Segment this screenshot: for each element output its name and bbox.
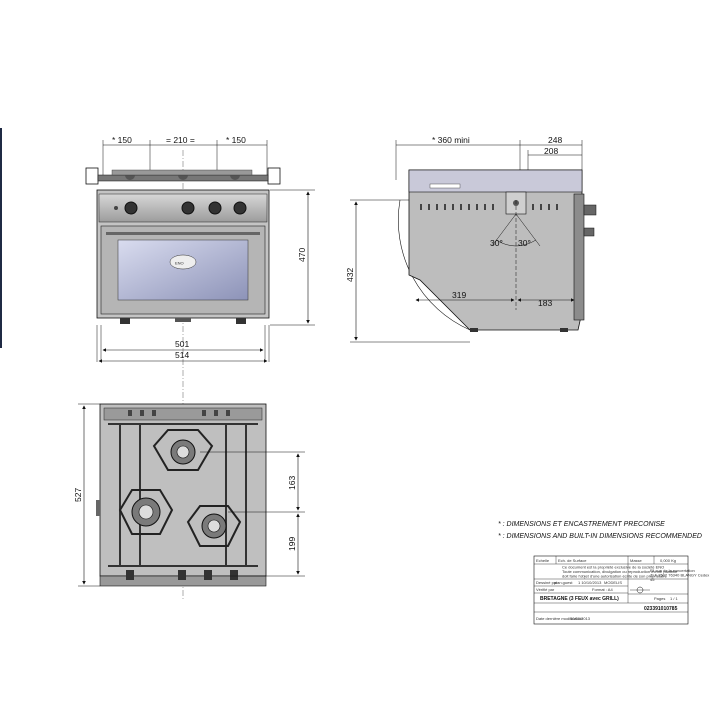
side-dim-183: 183: [538, 298, 552, 308]
tb-masse-value: 0,000 Kg: [660, 558, 676, 563]
tb-pages-value: 1 / 1: [670, 596, 679, 601]
tb-footer-right: 10/10/2013: [570, 616, 591, 621]
tb-dessine-value: plan.guest: [554, 580, 573, 585]
tb-dessine-label: Dessiné par: [536, 580, 558, 585]
tb-reference: 023391010785: [644, 606, 678, 612]
tb-date: 1 10/10/2013: [578, 580, 602, 585]
front-dim-150-right: * 150: [226, 135, 246, 145]
tb-format: Format : A4: [592, 587, 613, 592]
note-english: * : DIMENSIONS AND BUILT-IN DIMENSIONS R…: [498, 533, 702, 540]
note-french: * : DIMENSIONS ET ENCASTREMENT PRECONISE: [498, 521, 665, 528]
burner-right: [186, 505, 242, 547]
side-angle-left: 30°: [490, 238, 503, 248]
title-block: Echelle Ech. de Surface Masse 0,000 Kg C…: [533, 555, 709, 625]
tb-surface-label: Ech. de Surface: [558, 558, 587, 563]
side-height-432: 432: [345, 268, 355, 282]
side-dim-360-mini: * 360 mini: [432, 135, 470, 145]
tb-footer-left: Date dernière modification: [536, 616, 583, 621]
front-width-514: 514: [175, 350, 189, 360]
tb-legal-3: doit faire l'objet d'une autorisation éc…: [562, 574, 667, 579]
front-view: * 150 = 210 = * 150 ENO 470: [85, 135, 315, 363]
tb-echelle-label: Echelle: [536, 558, 550, 563]
tb-title: BRETAGNE (3 FEUX avec GRILL): [540, 596, 619, 602]
front-dim-210: = 210 =: [166, 135, 195, 145]
side-angle-right: 30°: [518, 238, 531, 248]
tb-pages-label: Pages: [654, 596, 665, 601]
front-height-470: 470: [297, 248, 307, 262]
top-dim-199: 199: [287, 537, 297, 551]
side-dim-248: 248: [548, 135, 562, 145]
side-view: * 360 mini 248 208 30° 30°: [345, 135, 597, 343]
tb-legal-2: Toute communication, divulgation ou repr…: [562, 569, 678, 574]
tb-verifie-label: Vérifié par: [536, 587, 555, 592]
front-width-501: 501: [175, 339, 189, 349]
top-dim-163: 163: [287, 476, 297, 490]
edge-rule: [0, 128, 2, 348]
top-depth-527: 527: [73, 488, 83, 502]
side-dim-208: 208: [544, 146, 558, 156]
notes: * : DIMENSIONS ET ENCASTREMENT PRECONISE…: [498, 521, 702, 540]
burner-left: [118, 489, 174, 535]
tb-modelis: MODELIS: [604, 580, 622, 585]
tb-masse-label: Masse: [630, 558, 643, 563]
top-view: 527 163 199: [73, 403, 305, 587]
side-dim-319: 319: [452, 290, 466, 300]
front-dim-150-left: * 150: [112, 135, 132, 145]
burner-top: [152, 429, 214, 471]
oven-badge: ENO: [175, 261, 184, 266]
tb-legal-1: Ce document est la propriété exclusive d…: [562, 565, 664, 570]
